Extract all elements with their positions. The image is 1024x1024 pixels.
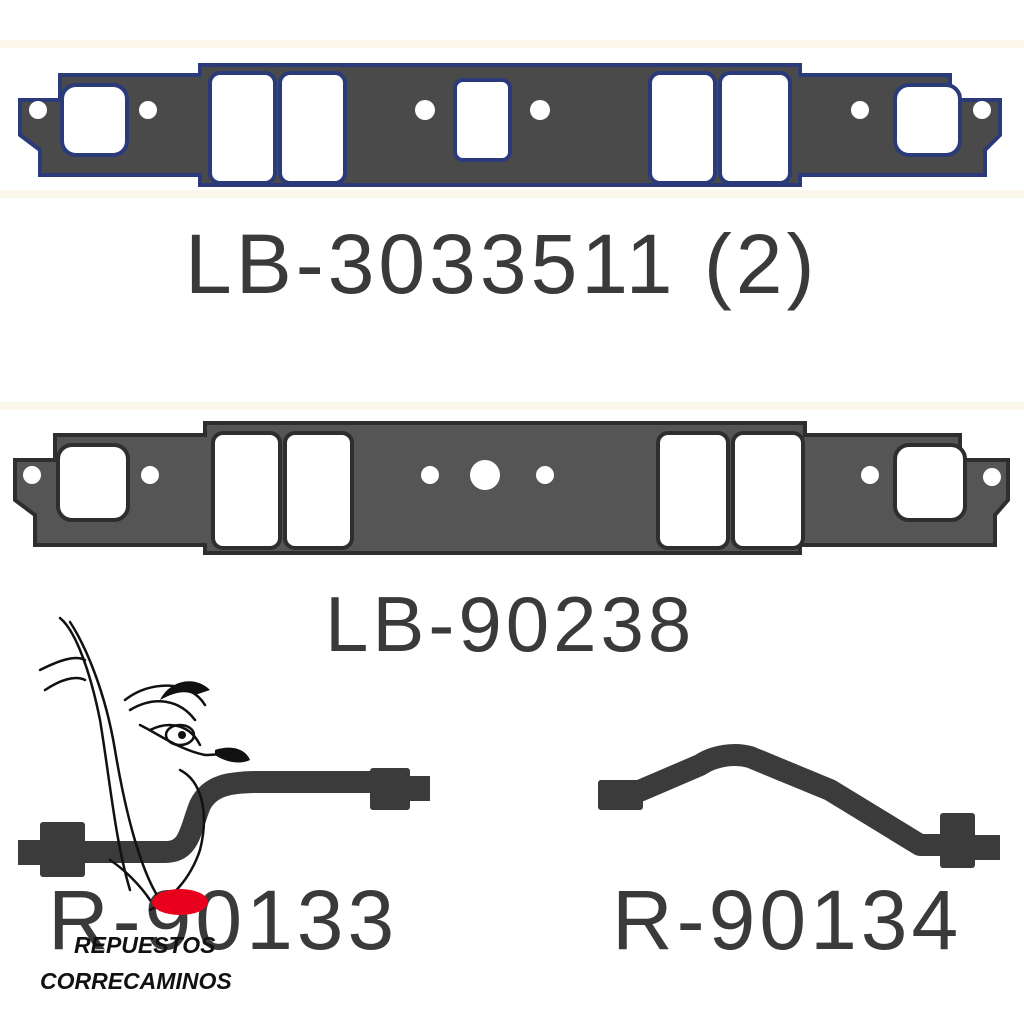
background-strip xyxy=(0,190,1024,198)
roadrunner-icon xyxy=(38,616,250,915)
roadrunner-accent xyxy=(152,889,208,915)
brand-name-line2: CORRECAMINOS xyxy=(40,968,232,994)
background-strip xyxy=(0,402,1024,410)
heater-pipe-r-90133-image xyxy=(18,768,430,877)
brand-name-line1: REPUESTOS xyxy=(74,932,216,958)
heater-pipe-r-90134-image xyxy=(598,744,1000,868)
background-strip xyxy=(0,40,1024,48)
gasket-lb-90238-image xyxy=(13,421,1010,555)
gasket-lb-3033511-image xyxy=(18,63,1002,187)
part-number-label: R-90134 xyxy=(612,873,963,967)
part-number-label: R-90133 xyxy=(48,873,399,967)
part-number-label: LB-90238 xyxy=(325,580,696,668)
part-number-label: LB-3033511 (2) xyxy=(185,217,819,311)
